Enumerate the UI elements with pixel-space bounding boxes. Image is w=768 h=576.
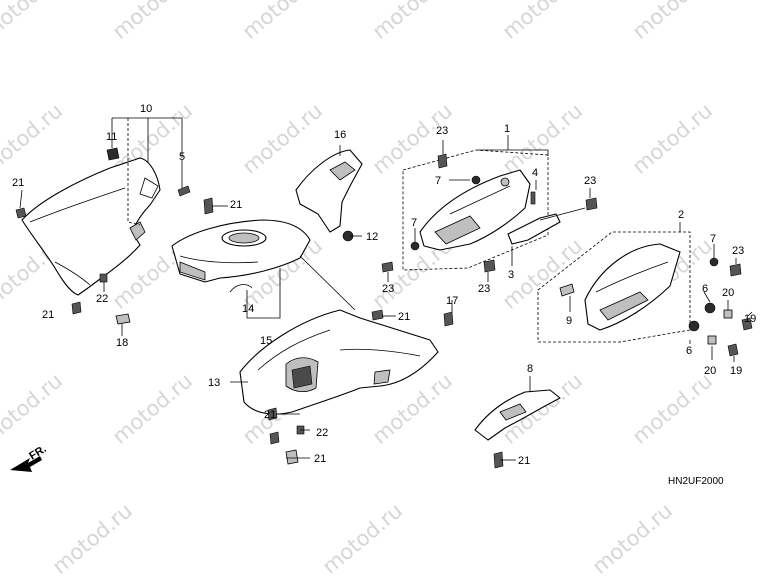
part-side-cover-13 <box>239 255 439 415</box>
watermark: motod.ru <box>368 0 457 44</box>
callout-8: 8 <box>527 363 533 375</box>
callout-21: 21 <box>518 455 530 467</box>
part-tank-cover <box>171 219 311 283</box>
callout-labels: 10 11 5 21 22 21 18 21 14 15 16 12 13 21… <box>12 103 756 487</box>
bolt-17 <box>443 311 454 327</box>
callout-22: 22 <box>96 293 108 305</box>
callout-19: 19 <box>730 365 742 377</box>
part-guard-8 <box>474 389 561 441</box>
callout-23: 23 <box>732 245 744 257</box>
callout-17: 17 <box>446 295 458 307</box>
bolt-19-lower <box>727 343 739 357</box>
watermark: motod.ru <box>628 99 717 179</box>
callout-6: 6 <box>702 283 708 295</box>
bolt-21-upper-side <box>371 309 384 321</box>
washer-7-left <box>410 241 420 251</box>
bolt-21-guard <box>493 451 504 469</box>
bolt-21-left <box>15 207 27 219</box>
callout-2: 2 <box>678 209 684 221</box>
callout-16: 16 <box>334 129 346 141</box>
callout-20: 20 <box>704 365 716 377</box>
callout-13: 13 <box>208 377 220 389</box>
bolt-23-lower <box>381 261 394 273</box>
pin-4 <box>530 191 536 205</box>
grommet-6-lower <box>688 320 700 332</box>
bolt-19-upper <box>741 317 753 331</box>
callout-19: 19 <box>744 313 756 325</box>
bolt-21-side-b <box>269 431 280 445</box>
callout-21: 21 <box>264 409 276 421</box>
bolt-22-left <box>99 273 108 283</box>
clip-9 <box>559 283 575 297</box>
clip-5 <box>177 185 191 197</box>
clip-18 <box>115 313 131 325</box>
callout-5: 5 <box>179 151 185 163</box>
collar-20-lower <box>707 335 717 345</box>
callout-23: 23 <box>478 283 490 295</box>
callout-20: 20 <box>722 287 734 299</box>
bolt-23-far-right <box>729 263 742 277</box>
front-direction-arrow <box>10 456 42 472</box>
part-hose-14 <box>229 284 253 293</box>
callout-23: 23 <box>436 125 448 137</box>
washer-7-top <box>471 175 481 185</box>
callout-21: 21 <box>314 453 326 465</box>
clip-21-bottom <box>285 449 299 465</box>
watermark: motod.ru <box>318 499 407 576</box>
callout-18: 18 <box>116 337 128 349</box>
callout-6: 6 <box>686 345 692 357</box>
watermark: motod.ru <box>628 369 717 449</box>
callout-1: 1 <box>504 123 510 135</box>
collar-20-upper <box>723 309 733 319</box>
watermark: motod.ru <box>108 0 197 44</box>
part-bracket-3 <box>507 207 586 245</box>
part-rear-cover-2 <box>537 231 691 343</box>
callout-9: 9 <box>566 315 572 327</box>
callout-21: 21 <box>42 309 54 321</box>
leader-lines <box>19 117 753 461</box>
watermark: motod.ru <box>238 0 327 44</box>
bolt-21-side <box>267 407 278 421</box>
bolt-23-right <box>585 197 598 211</box>
callout-21: 21 <box>12 177 24 189</box>
watermark: motod.ru <box>238 99 327 179</box>
diagram-code: HN2UF2000 <box>668 476 724 487</box>
watermark: motod.ru <box>0 0 67 44</box>
callout-22: 22 <box>316 427 328 439</box>
callout-21: 21 <box>398 311 410 323</box>
callout-11: 11 <box>106 131 117 143</box>
bolt-23-top <box>437 153 448 169</box>
bolt-23-mid <box>483 259 496 273</box>
grommet-6-upper <box>704 302 716 314</box>
callout-4: 4 <box>532 167 538 179</box>
watermark: motod.ru <box>628 0 717 44</box>
nut-11 <box>106 147 120 161</box>
callout-10: 10 <box>140 103 152 115</box>
callout-21: 21 <box>230 199 242 211</box>
callout-23: 23 <box>382 283 394 295</box>
watermark: motod.ru <box>498 0 587 44</box>
callout-3: 3 <box>508 269 514 281</box>
callout-12: 12 <box>366 231 378 243</box>
callout-7: 7 <box>411 217 417 229</box>
callout-23: 23 <box>584 175 596 187</box>
washer-7-right <box>709 257 719 267</box>
callout-7: 7 <box>710 233 716 245</box>
callout-7: 7 <box>435 175 441 187</box>
callout-14: 14 <box>242 303 254 315</box>
callout-15: 15 <box>260 335 272 347</box>
bolt-21-lower-left <box>71 301 82 315</box>
part-bracket-assembly-1 <box>402 149 549 271</box>
watermark: motod.ru <box>498 99 587 179</box>
part-front-fender-cover <box>21 118 161 296</box>
watermark: motod.ru <box>588 499 677 576</box>
watermark: motod.ru <box>0 99 67 179</box>
front-direction-label: FR. <box>27 443 48 463</box>
watermark: motod.ru <box>108 369 197 449</box>
watermark: motod.ru <box>48 499 137 576</box>
part-bracket-16 <box>295 149 363 233</box>
watermark: motod.ru <box>0 369 67 449</box>
bolt-21-tank <box>203 197 214 215</box>
